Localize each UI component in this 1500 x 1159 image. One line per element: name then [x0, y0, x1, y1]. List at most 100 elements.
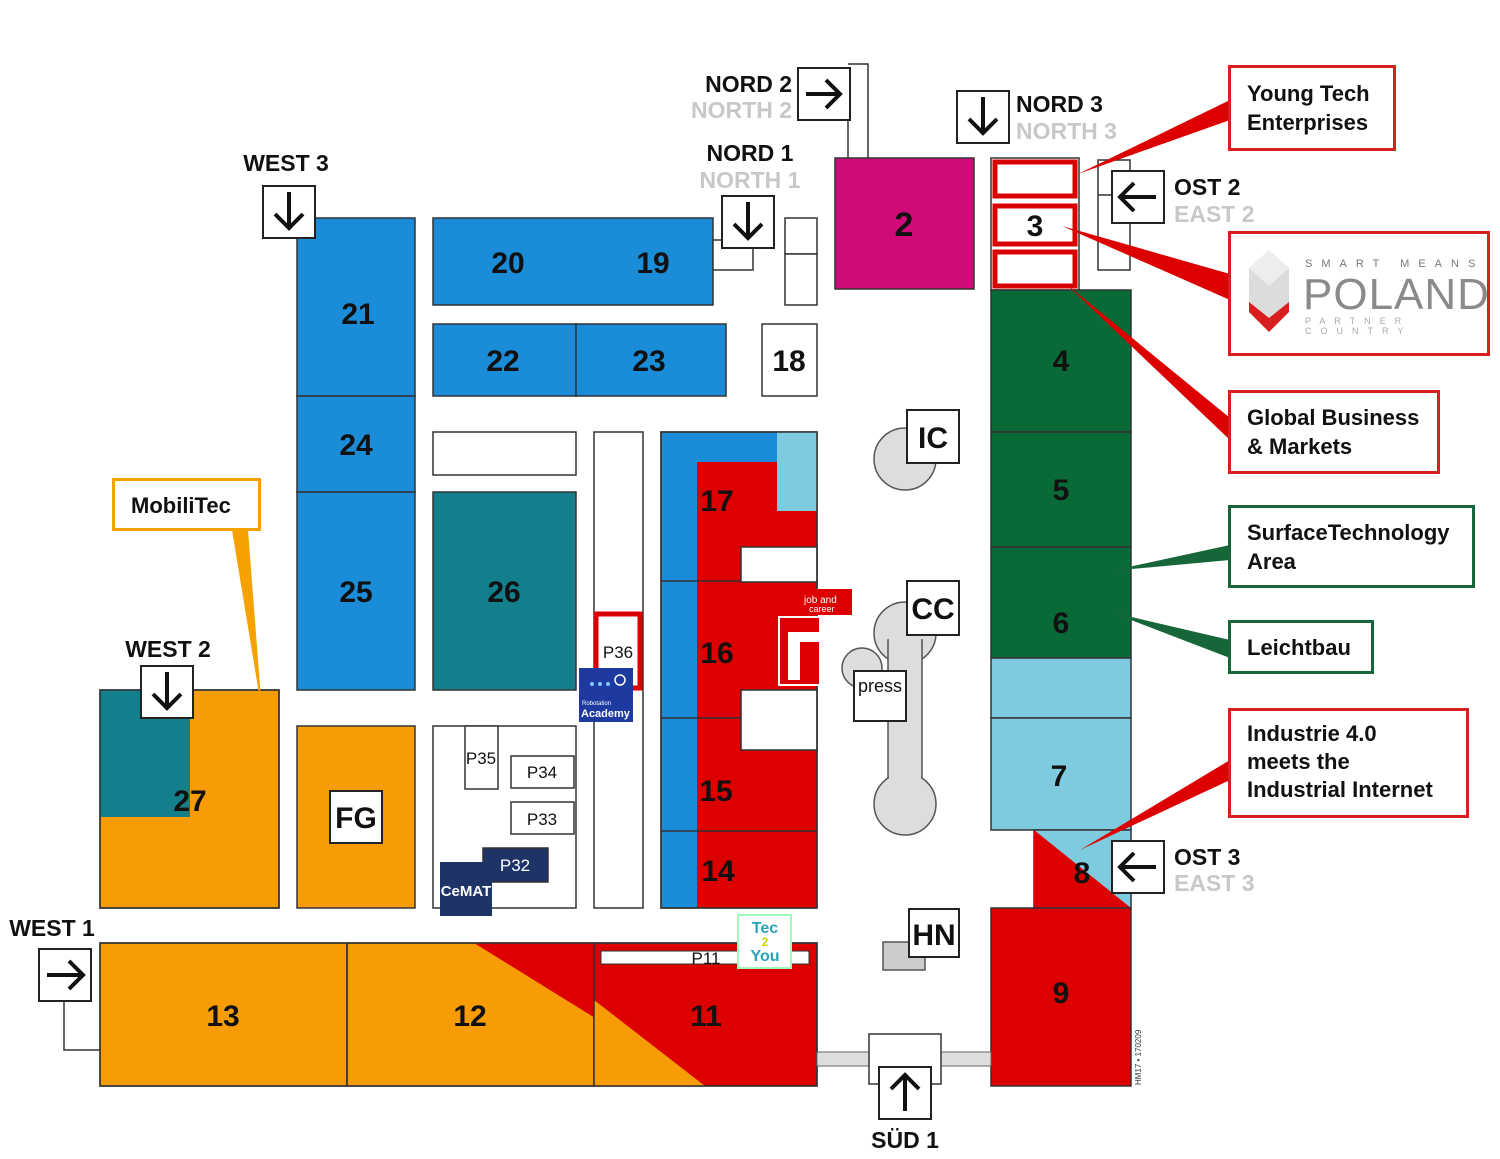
arrow-down-icon: [732, 202, 764, 241]
hall-13[interactable]: [99, 942, 348, 1087]
pavilion-p11-label: P11: [692, 949, 721, 968]
press-label: press: [858, 676, 902, 696]
hall-24[interactable]: [296, 395, 416, 493]
hall-21-label: 21: [341, 298, 374, 331]
poland-name: POLAND: [1303, 270, 1490, 319]
hall-6[interactable]: [990, 546, 1132, 659]
callout-young-tech-enterprises[interactable]: Young Tech Enterprises: [1228, 65, 1396, 151]
svg-text:NORD 3: NORD 3: [1016, 91, 1103, 117]
hall-16-notch: [740, 546, 818, 583]
arrow-right-icon: [806, 78, 843, 110]
hall-4[interactable]: [990, 289, 1132, 433]
svg-text:career: career: [809, 604, 835, 614]
callout-industrie-4-0[interactable]: Industrie 4.0 meets the Industrial Inter…: [1228, 708, 1469, 818]
callout-mobilitec[interactable]: MobiliTec: [112, 478, 261, 531]
pavilion-p34[interactable]: [510, 755, 575, 789]
callout-text: Area: [1247, 549, 1296, 574]
callout-pointers: [232, 100, 1230, 850]
svg-text:Academy: Academy: [581, 708, 631, 720]
svg-text:NORTH 2: NORTH 2: [691, 97, 792, 123]
hall-22[interactable]: [432, 323, 577, 397]
entrance-nord-1[interactable]: NORD 1 NORTH 1: [700, 140, 801, 249]
hall-14-label: 14: [701, 855, 735, 888]
entrance-nord-3[interactable]: NORD 3 NORTH 3: [956, 90, 1117, 144]
robotation-academy-logo: Robotation Academy: [579, 668, 633, 722]
hall-18-label: 18: [772, 345, 805, 378]
hall-3-stand-young-tech[interactable]: [992, 159, 1078, 199]
hall-3-label: 3: [1027, 210, 1044, 243]
callout-text: MobiliTec: [131, 493, 231, 518]
entrance-ost-2[interactable]: OST 2 EAST 2: [1111, 170, 1255, 227]
callout-global-business-markets[interactable]: Global Business & Markets: [1228, 390, 1440, 474]
svg-text:OST 2: OST 2: [1174, 174, 1240, 200]
entrance-nord-2[interactable]: NORD 2 NORTH 2: [691, 67, 851, 123]
job-and-career-logo: job and career: [778, 589, 852, 686]
callout-text: meets the: [1247, 749, 1350, 774]
entrance-west-1[interactable]: WEST 1: [9, 915, 95, 1002]
pavilion-p32[interactable]: [482, 847, 549, 883]
hall-20-label: 20: [491, 247, 524, 280]
hall-8-label: 8: [1074, 857, 1091, 890]
callout-text: Global Business: [1247, 405, 1420, 430]
cc-building[interactable]: CC press: [841, 580, 960, 836]
svg-text:WEST 1: WEST 1: [9, 915, 95, 941]
cemat-logo: [440, 862, 492, 916]
callout-text: Enterprises: [1247, 110, 1369, 135]
svg-text:SÜD 1: SÜD 1: [871, 1127, 939, 1153]
hall-3-stand-global-business[interactable]: [992, 249, 1078, 289]
hall-11-orange-area: [594, 1000, 705, 1086]
hall-23[interactable]: [575, 323, 727, 397]
arrow-down-icon: [273, 192, 305, 231]
svg-text:job and: job and: [803, 595, 837, 606]
hall-9-label: 9: [1053, 977, 1070, 1010]
hn-building[interactable]: HN: [882, 908, 960, 971]
arrow-down-icon: [151, 672, 183, 711]
hall-3-stand-poland[interactable]: [992, 203, 1078, 247]
pavilion-p33[interactable]: [510, 801, 575, 835]
hall-9[interactable]: [990, 907, 1132, 1087]
svg-text:EAST 2: EAST 2: [1174, 201, 1255, 227]
arrow-right-icon: [47, 959, 86, 991]
hall-25[interactable]: [296, 491, 416, 691]
svg-text:Tec: Tec: [752, 920, 778, 937]
pavilion-p35[interactable]: [464, 725, 499, 790]
hall-20-19[interactable]: [432, 217, 714, 306]
entrance-west-2[interactable]: WEST 2: [125, 636, 211, 719]
hall-18[interactable]: [761, 323, 818, 397]
hall-21[interactable]: [296, 217, 416, 397]
hall-7[interactable]: [990, 717, 1132, 831]
hall-15-notch: [740, 689, 818, 751]
hall-7-annex[interactable]: [990, 657, 1132, 719]
hall-2[interactable]: [834, 157, 975, 290]
hall-14-red-area: [697, 831, 817, 908]
poland-tagline: SMART MEANS: [1305, 258, 1485, 270]
callout-text: & Markets: [1247, 434, 1353, 459]
poland-partner-country-logo[interactable]: SMART MEANS POLAND PARTNER COUNTRY: [1228, 231, 1490, 356]
hall-4-label: 4: [1053, 345, 1070, 378]
hall-22-label: 22: [486, 345, 519, 378]
hall-5[interactable]: [990, 431, 1132, 548]
svg-text:EAST 3: EAST 3: [1174, 870, 1255, 896]
halls-14-17-red-area: [697, 462, 817, 581]
hall-19-annex: [784, 217, 818, 255]
hall-26[interactable]: [432, 491, 577, 691]
callout-text: Industrial Internet: [1247, 777, 1433, 802]
pavilion-p36-label: P36: [603, 643, 633, 662]
svg-text:OST 3: OST 3: [1174, 844, 1240, 870]
callout-surface-technology-area[interactable]: SurfaceTechnology Area: [1228, 505, 1475, 588]
callout-leichtbau[interactable]: Leichtbau: [1228, 620, 1374, 674]
arrow-down-icon: [967, 97, 999, 136]
pavilion-p32-label: P32: [500, 856, 530, 875]
hall-17-lightblue-area: [777, 432, 817, 511]
ic-label: IC: [918, 422, 948, 455]
callout-text: Leichtbau: [1247, 635, 1351, 660]
entrance-west-3[interactable]: WEST 3: [243, 150, 329, 239]
svg-text:NORD 1: NORD 1: [707, 140, 794, 166]
entrance-sued-1[interactable]: SÜD 1: [871, 1066, 939, 1153]
entrance-ost-3[interactable]: OST 3 EAST 3: [1111, 840, 1255, 896]
cemat-logo-text: CeMAT: [441, 883, 492, 900]
ic-building[interactable]: IC: [873, 409, 960, 491]
svg-text:NORTH 3: NORTH 3: [1016, 118, 1117, 144]
hall-25-label: 25: [339, 576, 372, 609]
